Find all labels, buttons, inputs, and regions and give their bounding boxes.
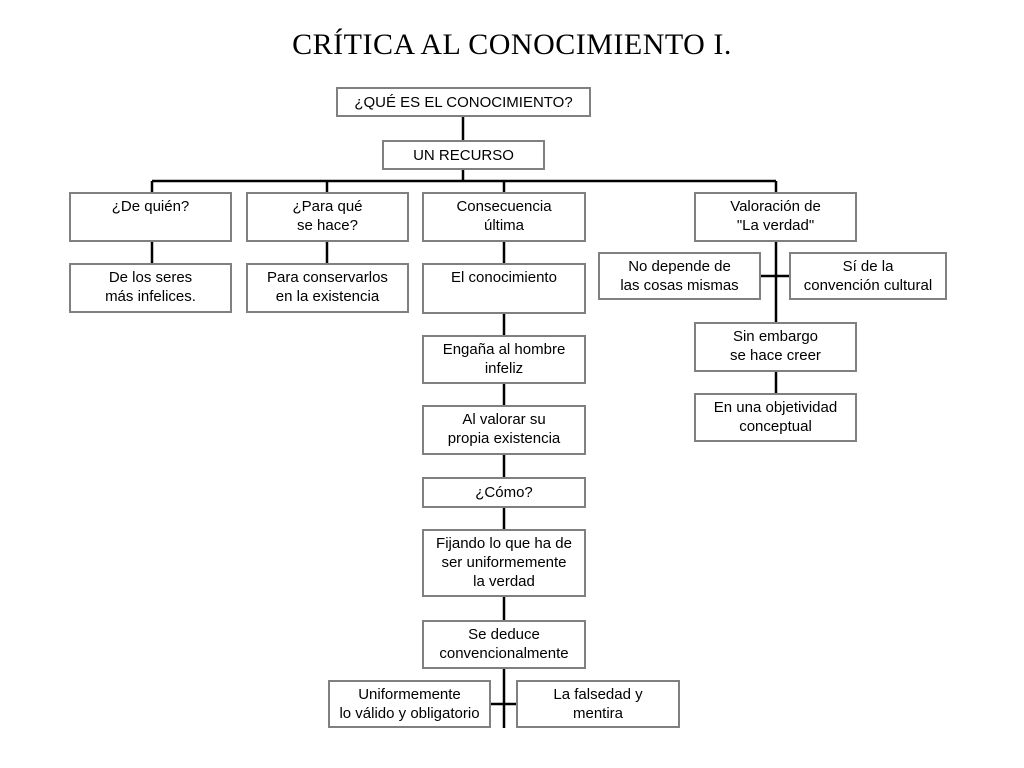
node-objectivity: En una objetividad conceptual	[694, 393, 857, 442]
node-fixing-truth: Fijando lo que ha de ser uniformemente l…	[422, 529, 586, 597]
node-uniformly-valid: Uniformemente lo válido y obligatorio	[328, 680, 491, 728]
node-however: Sin embargo se hace creer	[694, 322, 857, 372]
node-deceives-man: Engaña al hombre infeliz	[422, 335, 586, 384]
node-deduced-conventionally: Se deduce convencionalmente	[422, 620, 586, 669]
node-what-is-knowledge: ¿QUÉ ES EL CONOCIMIENTO?	[336, 87, 591, 117]
node-valuation-of-truth: Valoración de "La verdad"	[694, 192, 857, 242]
node-values-existence: Al valorar su propia existencia	[422, 405, 586, 455]
diagram-title: CRÍTICA AL CONOCIMIENTO I.	[292, 28, 732, 61]
node-whose: ¿De quién?	[69, 192, 232, 242]
node-unhappiest-beings: De los seres más infelices.	[69, 263, 232, 313]
node-knowledge: El conocimiento	[422, 263, 586, 314]
node-to-conserve: Para conservarlos en la existencia	[246, 263, 409, 313]
node-ultimate-consequence: Consecuencia última	[422, 192, 586, 242]
node-cultural-convention: Sí de la convención cultural	[789, 252, 947, 300]
node-not-depend: No depende de las cosas mismas	[598, 252, 761, 300]
node-what-for: ¿Para qué se hace?	[246, 192, 409, 242]
node-a-resource: UN RECURSO	[382, 140, 545, 170]
node-how: ¿Cómo?	[422, 477, 586, 508]
node-falsehood-lie: La falsedad y mentira	[516, 680, 680, 728]
